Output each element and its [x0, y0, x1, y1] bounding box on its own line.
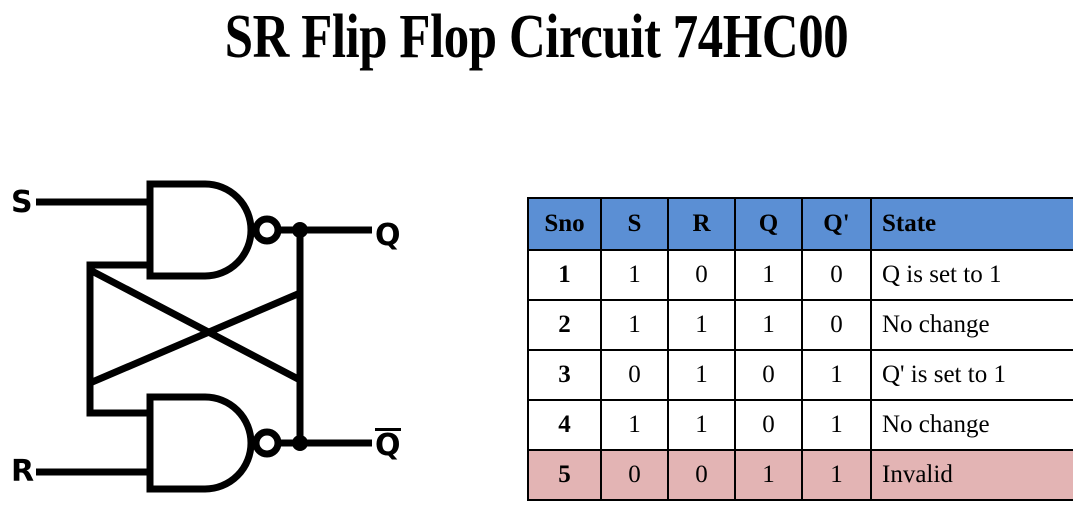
cell-q: 1	[734, 299, 803, 351]
cell-sno: 5	[527, 449, 602, 501]
cell-qprime: 1	[801, 349, 872, 401]
cell-sno: 2	[527, 299, 602, 351]
cell-s: 0	[600, 349, 669, 401]
nand-bubble-top-icon	[252, 215, 282, 245]
cell-state: Invalid	[870, 449, 1073, 501]
signal-label-qbar: Q	[375, 428, 401, 461]
sr-flip-flop-schematic	[36, 180, 372, 493]
cell-r: 0	[667, 249, 736, 301]
page-title: SR Flip Flop Circuit 74HC00	[224, 3, 849, 71]
cell-sno: 3	[527, 349, 602, 401]
cell-state: Q' is set to 1	[870, 349, 1073, 401]
cell-qprime: 0	[801, 299, 872, 351]
nand-gate-bottom-body	[146, 393, 255, 493]
wire-feedback-qbar-to-upper-gate	[86, 261, 304, 443]
col-header-s: S	[600, 197, 669, 251]
cell-q: 0	[734, 399, 803, 451]
cell-s: 1	[600, 249, 669, 301]
signal-label-r: R	[11, 454, 35, 489]
cell-state: Q is set to 1	[870, 249, 1073, 301]
nand-gate-top-body	[146, 180, 255, 280]
cell-qprime: 1	[801, 449, 872, 501]
cell-sno: 1	[527, 249, 602, 301]
col-header-q: Q	[734, 197, 803, 251]
cell-qprime: 1	[801, 399, 872, 451]
col-header-r: R	[667, 197, 736, 251]
col-header-qprime: Q'	[801, 197, 872, 251]
signal-label-q: Q	[375, 218, 401, 253]
cell-r: 1	[667, 399, 736, 451]
cell-r: 1	[667, 299, 736, 351]
cell-s: 1	[600, 299, 669, 351]
col-header-state: State	[870, 197, 1073, 251]
qbar-overbar-text: Q	[375, 428, 401, 463]
table-header-row: Sno S R Q Q' State	[527, 197, 1073, 251]
cell-q: 0	[734, 349, 803, 401]
nand-bubble-bottom-icon	[252, 428, 282, 458]
cell-sno: 4	[527, 399, 602, 451]
cell-qprime: 0	[801, 249, 872, 301]
cell-q: 1	[734, 449, 803, 501]
junction-dot-q	[292, 222, 308, 238]
col-header-sno: Sno	[527, 197, 602, 251]
signal-label-s: S	[11, 185, 33, 220]
cell-s: 1	[600, 399, 669, 451]
cell-state: No change	[870, 299, 1073, 351]
cell-r: 0	[667, 449, 736, 501]
circuit-diagram: S R Q Q	[0, 0, 430, 525]
junction-dot-qbar	[292, 435, 308, 451]
cell-r: 1	[667, 349, 736, 401]
cell-s: 0	[600, 449, 669, 501]
wire-feedback-q-to-lower-gate	[86, 230, 304, 417]
cell-q: 1	[734, 249, 803, 301]
cell-state: No change	[870, 399, 1073, 451]
